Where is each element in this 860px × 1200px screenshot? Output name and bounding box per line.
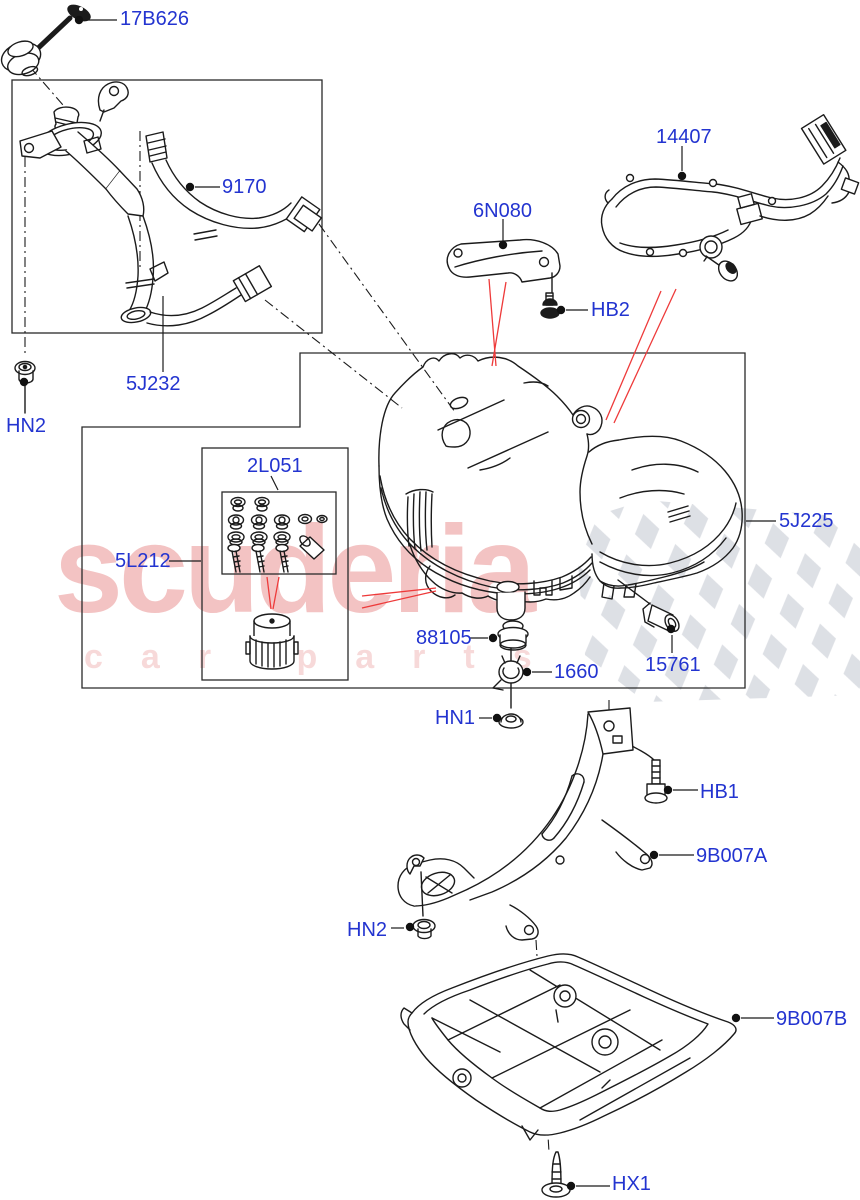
- kit-2L051-art: [227, 496, 328, 573]
- frame-box-filler: [11, 79, 323, 334]
- filler-pipe-art: [19, 81, 323, 327]
- part-label-14407[interactable]: 14407: [656, 126, 712, 148]
- part-label-hn1[interactable]: HN1: [435, 707, 476, 729]
- part-label-2l051[interactable]: 2L051: [247, 455, 303, 477]
- filler-cap-icon: [0, 4, 91, 77]
- bracket-9B007A-art: [397, 707, 653, 941]
- grommet-88105-icon: [497, 620, 529, 651]
- part-label-15761[interactable]: 15761: [645, 654, 701, 676]
- label-leader-lines: [84, 19, 776, 1187]
- frame-box-kit: [201, 447, 349, 681]
- harness-14407-art: [600, 113, 860, 282]
- part-label-hb1[interactable]: HB1: [700, 781, 739, 803]
- tank-5J225-art: [378, 353, 743, 709]
- part-label-hn2-bottom[interactable]: HN2: [347, 919, 388, 941]
- pump-5L212-icon: [245, 613, 299, 670]
- part-label-5j225[interactable]: 5J225: [779, 510, 834, 532]
- leader-dots: [19, 15, 741, 1191]
- part-label-hb2[interactable]: HB2: [591, 299, 630, 321]
- watermark-flag: [575, 500, 860, 702]
- frame-box-tank: [81, 352, 746, 689]
- part-label-1660[interactable]: 1660: [554, 661, 599, 683]
- part-label-17b626[interactable]: 17B626: [120, 8, 189, 30]
- nut-HN1-icon: [498, 713, 524, 729]
- part-label-hn2-top[interactable]: HN2: [6, 415, 47, 437]
- part-label-5j232[interactable]: 5J232: [126, 373, 181, 395]
- part-label-9b007a[interactable]: 9B007A: [696, 845, 768, 867]
- part-label-9170[interactable]: 9170: [222, 176, 267, 198]
- bracket-6N080-art: [446, 238, 561, 293]
- part-label-88105[interactable]: 88105: [416, 627, 472, 649]
- shield-9B007B-art: [400, 953, 737, 1141]
- part-label-6n080[interactable]: 6N080: [473, 200, 532, 222]
- part-label-hx1[interactable]: HX1: [612, 1173, 651, 1195]
- kit-tray: [221, 491, 337, 575]
- nut-HN2-bottom-icon: [412, 918, 436, 940]
- red-leader-lines: [266, 278, 677, 610]
- part-label-9b007b[interactable]: 9B007B: [776, 1008, 848, 1030]
- bolt-HB2-icon: [540, 292, 560, 319]
- part-label-5l212[interactable]: 5L212: [115, 550, 171, 572]
- watermark-tagline: car parts: [84, 638, 570, 676]
